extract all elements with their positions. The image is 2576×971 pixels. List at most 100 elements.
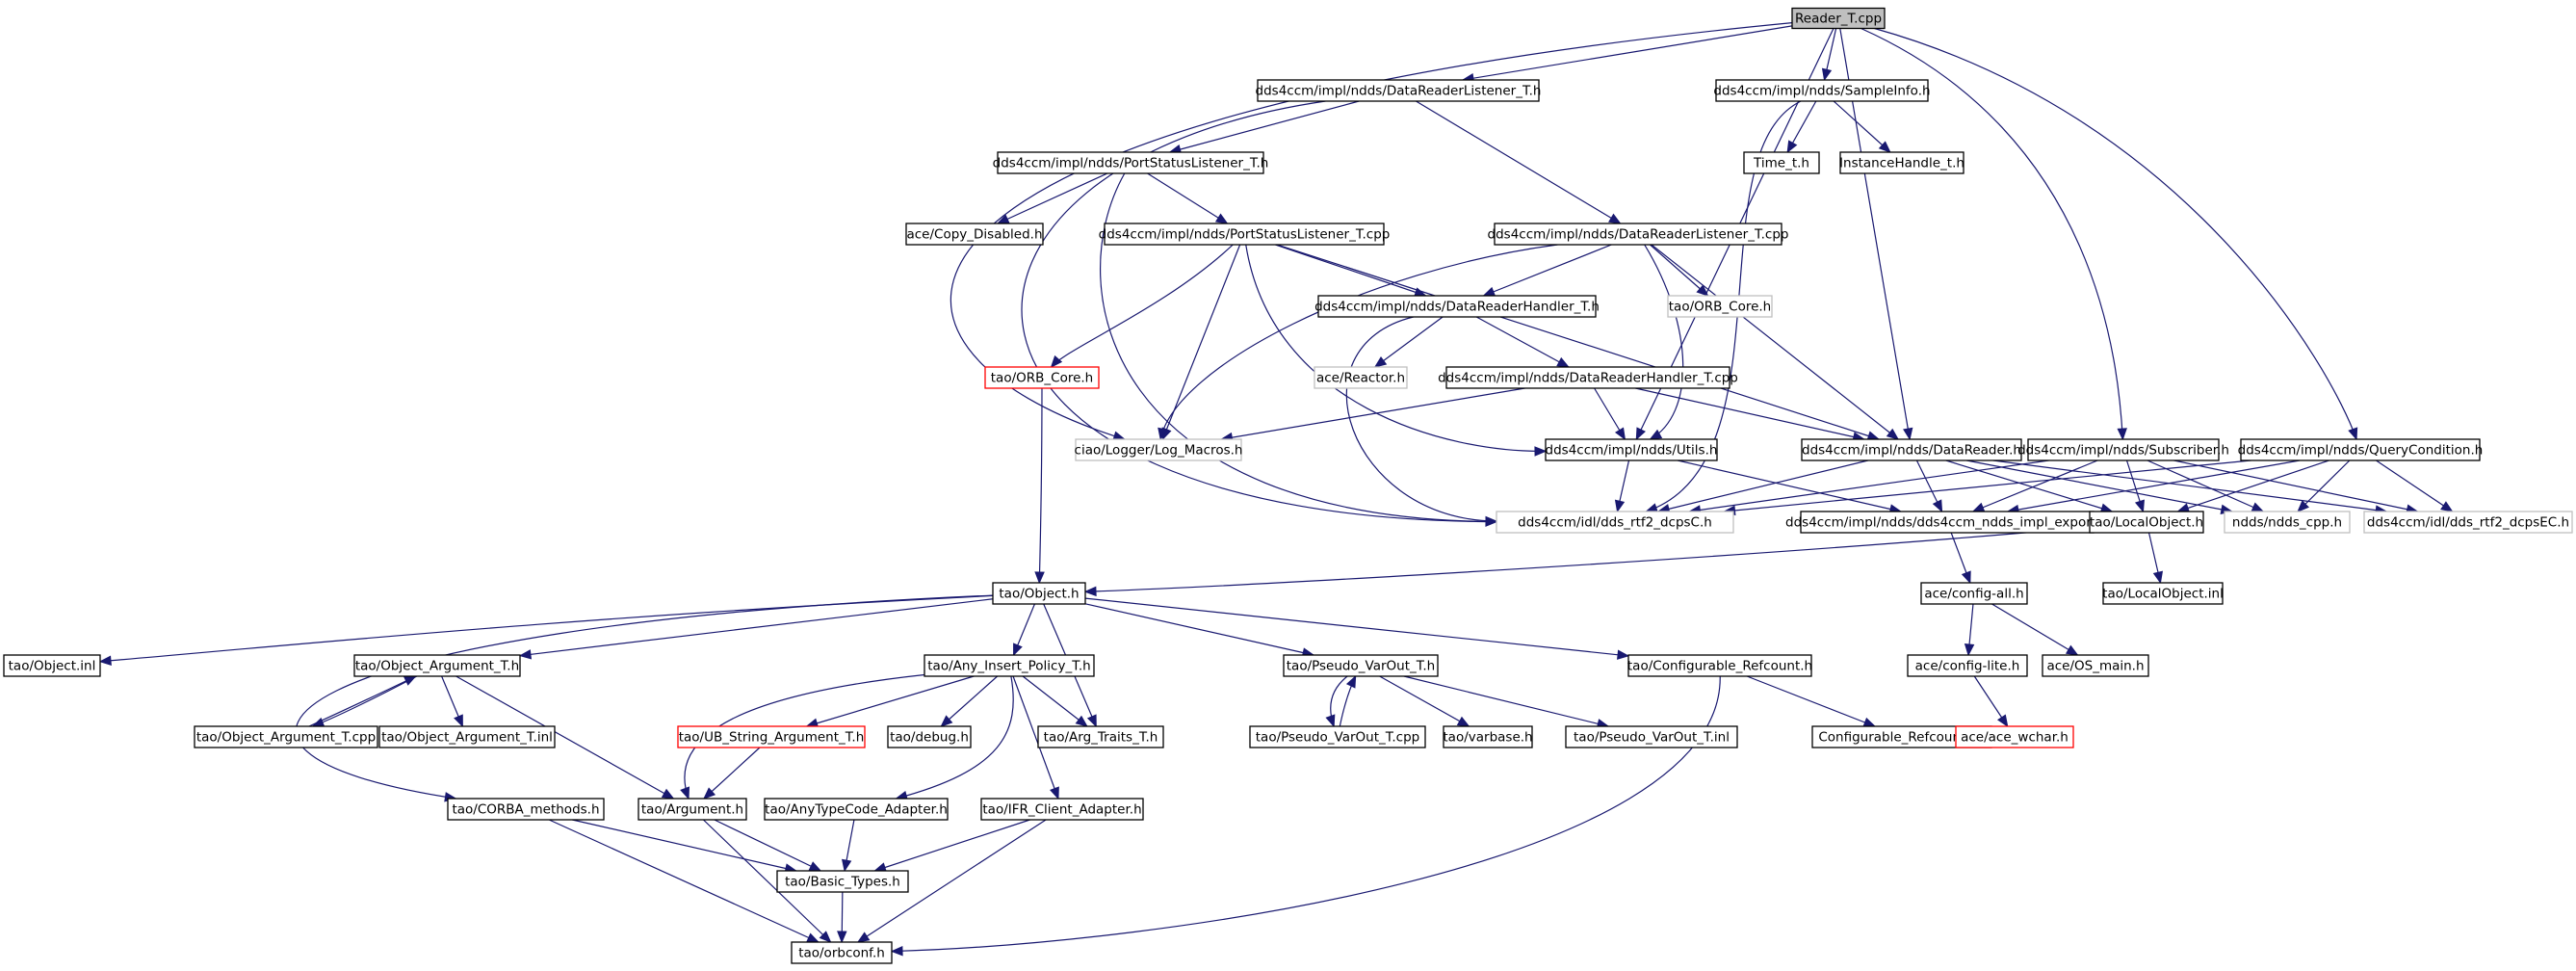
node-oaTinl[interactable]: tao/Object_Argument_T.inl xyxy=(378,725,556,748)
node-logm[interactable]: ciao/Logger/Log_Macros.h xyxy=(1075,438,1243,461)
node-drlTh[interactable]: dds4ccm/impl/ndds/DataReaderListener_T.h xyxy=(1256,79,1542,102)
node-dataReader[interactable]: dds4ccm/impl/ndds/DataReader.h xyxy=(1801,438,2022,461)
node-orbconf[interactable]: tao/orbconf.h xyxy=(791,941,893,964)
edge-cfgAll-to-osMain xyxy=(1991,603,2078,656)
node-pvoTh[interactable]: tao/Pseudo_VarOut_T.h xyxy=(1283,654,1439,677)
edge-queryCond-to-dcpsEC xyxy=(2376,459,2453,512)
node-implExport[interactable]: dds4ccm/impl/ndds/dds4ccm_ndds_impl_expo… xyxy=(1785,511,2109,534)
node-oaTh[interactable]: tao/Object_Argument_T.h xyxy=(353,654,521,677)
node-box xyxy=(3,654,101,677)
node-ifrCA[interactable]: tao/IFR_Client_Adapter.h xyxy=(980,798,1144,821)
node-pvoTcpp[interactable]: tao/Pseudo_VarOut_T.cpp xyxy=(1249,725,1426,748)
node-box xyxy=(1075,438,1242,461)
node-localObj[interactable]: tao/LocalObject.h xyxy=(2089,511,2204,534)
edge-subscriber-to-dcpsC xyxy=(1689,459,2049,512)
node-aceWchar[interactable]: ace/ace_wchar.h xyxy=(1955,725,2074,748)
edge-argH-to-basicT xyxy=(714,819,821,872)
node-pvoTinl[interactable]: tao/Pseudo_VarOut_T.inl xyxy=(1565,725,1738,748)
node-argTraits[interactable]: tao/Arg_Traits_T.h xyxy=(1037,725,1164,748)
node-pslTh[interactable]: dds4ccm/impl/ndds/PortStatusListener_T.h xyxy=(993,151,1269,174)
arrowhead-drhTh-to-drhTcpp xyxy=(1556,356,1570,368)
edge-drhTh-to-reactor xyxy=(1374,316,1444,368)
node-box xyxy=(2240,438,2481,461)
arrowhead-objH-to-cfgRef xyxy=(1617,649,1630,660)
arrowhead-objH-to-oaTh xyxy=(518,649,533,660)
node-label: dds4ccm/impl/ndds/SampleInfo.h xyxy=(1713,84,1930,99)
arrowhead-root-to-subscriber xyxy=(2117,428,2127,441)
arrowhead-aipTh-to-argH xyxy=(680,786,690,800)
edge-drlTh-to-drlTcpp xyxy=(1416,100,1621,224)
edge-drlTcpp-to-dataReader xyxy=(1651,244,1899,440)
node-label: dds4ccm/impl/ndds/DataReaderHandler_T.h xyxy=(1314,300,1600,315)
node-box xyxy=(2363,511,2573,534)
node-reactor[interactable]: ace/Reactor.h xyxy=(1314,366,1408,389)
node-box xyxy=(1715,79,1929,102)
node-label: ace/config-all.h xyxy=(1924,587,2023,602)
node-sinfo[interactable]: dds4ccm/impl/ndds/SampleInfo.h xyxy=(1713,79,1931,102)
node-box xyxy=(1627,654,1812,677)
edge-aipTh-to-debug xyxy=(940,675,999,727)
edge-pslTcpp-to-utils xyxy=(1245,244,1547,452)
node-objH[interactable]: tao/Object.h xyxy=(992,582,1086,605)
edge-root-to-subscriber xyxy=(1860,27,2123,440)
node-debug[interactable]: tao/debug.h xyxy=(887,725,972,748)
node-drlTcpp[interactable]: dds4ccm/impl/ndds/DataReaderListener_T.c… xyxy=(1488,223,1789,246)
node-objInl[interactable]: tao/Object.inl xyxy=(3,654,101,677)
node-oaTcpp[interactable]: tao/Object_Argument_T.cpp xyxy=(194,725,378,748)
node-box xyxy=(764,798,949,821)
node-queryCond[interactable]: dds4ccm/impl/ndds/QueryCondition.h xyxy=(2238,438,2484,461)
node-cfgRefInl[interactable]: Configurable_Refcount.inl xyxy=(1811,725,1992,748)
edge-argH-to-orbconf xyxy=(703,819,831,943)
node-box xyxy=(1283,654,1439,677)
node-drhTcpp[interactable]: dds4ccm/impl/ndds/DataReaderHandler_T.cp… xyxy=(1438,366,1738,389)
arrowhead-drlTcpp-to-drhTh xyxy=(1482,286,1496,297)
node-varbase[interactable]: tao/varbase.h xyxy=(1443,725,1533,748)
node-cfgRef[interactable]: tao/Configurable_Refcount.h xyxy=(1627,654,1812,677)
node-label: tao/LocalObject.inl xyxy=(2102,587,2224,602)
edge-pslTcpp-to-orbCore xyxy=(1051,244,1234,368)
arrowhead-pslTh-to-pslTcpp xyxy=(1214,213,1229,224)
node-utils[interactable]: dds4ccm/impl/ndds/Utils.h xyxy=(1545,438,1718,461)
node-ubStr[interactable]: tao/UB_String_Argument_T.h xyxy=(677,725,866,748)
arrowhead-cfgRef-to-orbconf xyxy=(890,946,903,957)
node-orbCoreExt[interactable]: tao/ORB_Core.h xyxy=(1667,295,1773,318)
node-orbCore[interactable]: tao/ORB_Core.h xyxy=(984,366,1100,389)
node-subscriber[interactable]: dds4ccm/impl/ndds/Subscriber.h xyxy=(2017,438,2229,461)
node-box xyxy=(2027,438,2220,461)
node-argH[interactable]: tao/Argument.h xyxy=(637,798,747,821)
node-box xyxy=(677,725,866,748)
arrowhead-pvoTh-to-pvoTcpp xyxy=(1325,714,1336,728)
edge-drlTcpp-to-drhTh xyxy=(1483,244,1612,297)
edge-cfgRef-to-orbconf xyxy=(891,675,1721,953)
edge-queryCond-to-dcpsC xyxy=(1724,459,2251,512)
node-aipTh[interactable]: tao/Any_Insert_Policy_T.h xyxy=(924,654,1095,677)
node-ihT[interactable]: InstanceHandle_t.h xyxy=(1839,151,1965,174)
node-cfgAll[interactable]: ace/config-all.h xyxy=(1920,582,2028,605)
node-dcpsC[interactable]: dds4ccm/idl/dds_rtf2_dcpsC.h xyxy=(1496,511,1734,534)
node-box xyxy=(992,582,1086,605)
node-localObjInl[interactable]: tao/LocalObject.inl xyxy=(2102,582,2224,605)
node-drhTh[interactable]: dds4ccm/impl/ndds/DataReaderHandler_T.h xyxy=(1314,295,1600,318)
node-cfgLite[interactable]: ace/config-lite.h xyxy=(1907,654,2028,677)
node-anyTC[interactable]: tao/AnyTypeCode_Adapter.h xyxy=(764,798,949,821)
node-label: tao/Object_Argument_T.inl xyxy=(381,730,553,746)
edge-drlTcpp-to-logm xyxy=(1159,244,1558,440)
node-copyDis[interactable]: ace/Copy_Disabled.h xyxy=(905,223,1044,246)
node-corbaM[interactable]: tao/CORBA_methods.h xyxy=(447,798,605,821)
arrowhead-sinfo-to-ihT xyxy=(1878,141,1891,153)
node-dcpsEC[interactable]: dds4ccm/idl/dds_rtf2_dcpsEC.h xyxy=(2363,511,2573,534)
node-root[interactable]: Reader_T.cpp xyxy=(1791,7,1886,30)
arrowhead-localObj-to-objH xyxy=(1083,586,1097,597)
node-box xyxy=(1443,725,1533,748)
node-box xyxy=(1920,582,2028,605)
edge-ubStr-to-argH xyxy=(703,747,761,800)
node-timeT[interactable]: Time_t.h xyxy=(1743,151,1820,174)
arrowhead-corbaM-to-orbconf xyxy=(806,932,820,943)
node-nddsCpp[interactable]: ndds/ndds_cpp.h xyxy=(2224,511,2351,534)
node-pslTcpp[interactable]: dds4ccm/impl/ndds/PortStatusListener_T.c… xyxy=(1099,223,1391,246)
arrowhead-sinfo-to-timeT xyxy=(1786,140,1798,154)
node-box xyxy=(1545,438,1718,461)
node-osMain[interactable]: ace/OS_main.h xyxy=(2042,654,2149,677)
node-basicT[interactable]: tao/Basic_Types.h xyxy=(776,870,909,893)
arrowhead-aipTh-to-argTraits xyxy=(1075,715,1088,727)
